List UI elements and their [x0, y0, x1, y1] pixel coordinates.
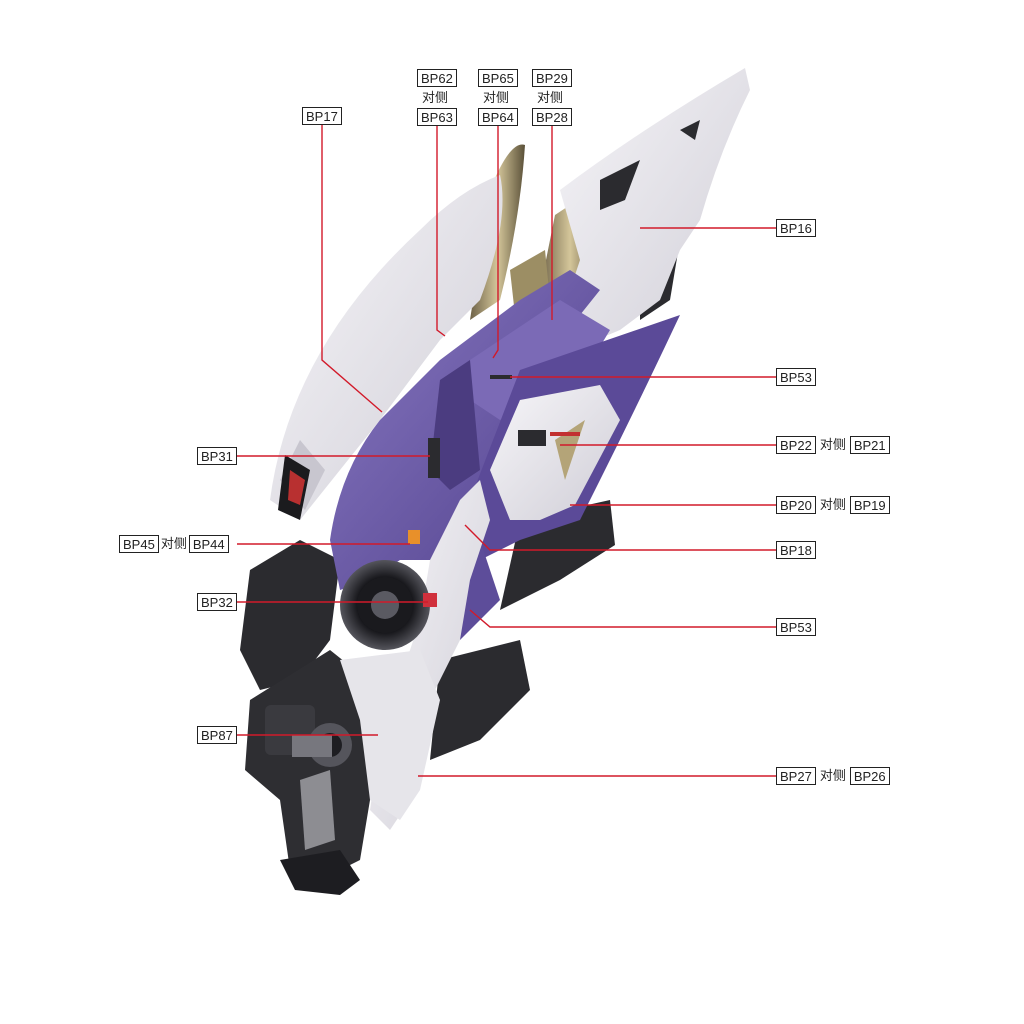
opposite-label-bp22: 对侧 [819, 437, 846, 452]
leader-line-bp65 [492, 125, 499, 359]
opposite-label-bp29: 对侧 [537, 90, 564, 105]
callout-opposite-bp22: BP21 [849, 436, 890, 454]
callout-bp17: BP17 [302, 107, 342, 125]
white-crest-left [270, 175, 503, 520]
callout-opposite-bp29: BP28 [532, 108, 572, 126]
leader-line-bp53b [469, 609, 776, 628]
callout-bp32: BP32 [197, 593, 237, 611]
callout-bp87: BP87 [197, 726, 237, 744]
callout-bp22: BP22 [776, 436, 816, 454]
white-face-plate [340, 480, 490, 830]
jaw-cylinders [265, 705, 352, 767]
orange-sensor [408, 530, 420, 544]
callout-opposite-bp62: BP63 [417, 108, 457, 126]
callout-bp31: BP31 [197, 447, 237, 465]
callout-bp16: BP16 [776, 219, 816, 237]
callout-opposite-bp27: BP26 [849, 767, 890, 785]
leader-line-bp18 [464, 524, 776, 551]
leader-lines [237, 125, 776, 777]
callout-bp53b: BP53 [776, 618, 816, 636]
callout-bp45: BP45 [119, 535, 159, 553]
leader-line-bp62 [436, 125, 446, 337]
callout-bp53a: BP53 [776, 368, 816, 386]
callout-bp18: BP18 [776, 541, 816, 559]
vent-bp53 [490, 375, 512, 379]
callout-bp65: BP65 [478, 69, 518, 87]
optic-sensor [340, 560, 437, 650]
callout-opposite-bp20: BP19 [849, 496, 890, 514]
callout-opposite-bp65: BP64 [478, 108, 518, 126]
callout-bp20: BP20 [776, 496, 816, 514]
callout-bp27: BP27 [776, 767, 816, 785]
opposite-label-bp20: 对侧 [819, 497, 846, 512]
callout-opposite-bp45: BP44 [188, 535, 229, 553]
white-cheek-plate [490, 385, 620, 520]
opposite-label-bp65: 对侧 [483, 90, 510, 105]
leader-line-bp17 [321, 125, 383, 413]
opposite-label-bp27: 对侧 [819, 768, 846, 783]
vent-bp31 [428, 438, 440, 478]
callout-bp62: BP62 [417, 69, 457, 87]
opposite-label-bp62: 对侧 [422, 90, 449, 105]
opposite-label-bp45: 对侧 [160, 536, 187, 551]
callout-bp29: BP29 [532, 69, 572, 87]
